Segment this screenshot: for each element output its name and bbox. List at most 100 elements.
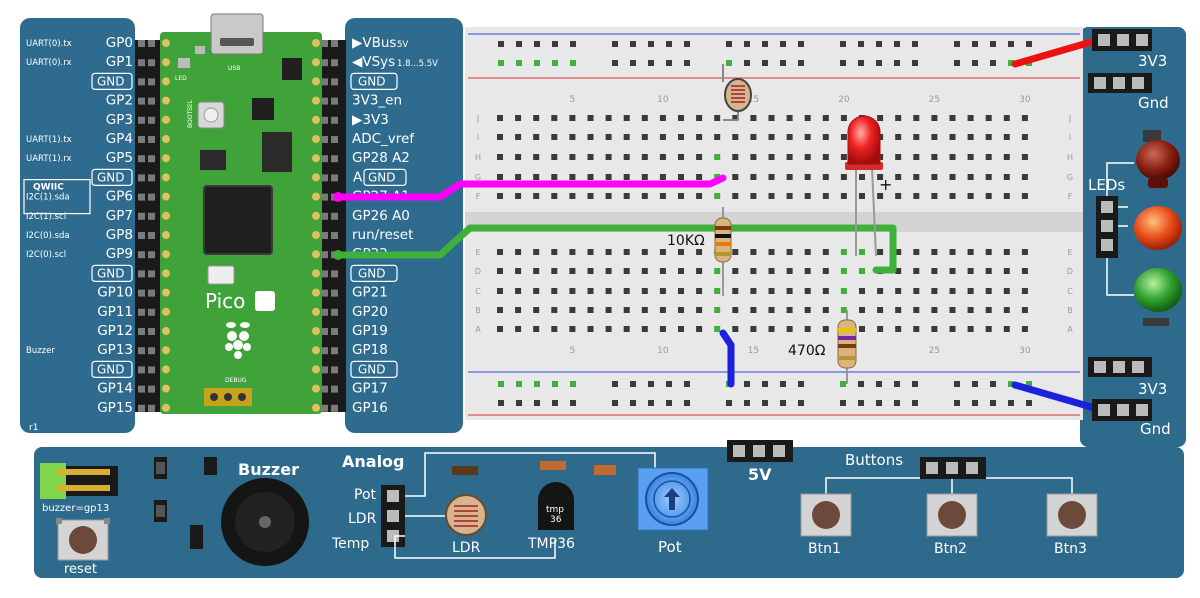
wire-gnd: [1011, 381, 1102, 413]
btn1-label: Btn1: [808, 541, 841, 557]
left-pin-label: GP12: [97, 323, 133, 339]
panel-led-red-dark: [1136, 130, 1180, 188]
resistor-470-label: 470Ω: [788, 343, 826, 359]
analog-header[interactable]: [381, 485, 405, 547]
buzzer-jumper-label: buzzer=gp13: [42, 503, 109, 514]
reset-button[interactable]: [56, 518, 110, 561]
left-pin-label: GP15: [97, 400, 133, 416]
row-letter: F: [1068, 192, 1073, 201]
row-letter: B: [1067, 306, 1073, 315]
left-pin-gnd: GND: [97, 170, 125, 184]
left-pin-gnd: GND: [97, 74, 125, 88]
pico-board: BOOTSEL Pico 2 DEBUG LED USB: [160, 13, 322, 414]
right-pin-label: run/reset: [352, 227, 413, 243]
svg-text:tmp: tmp: [546, 505, 564, 515]
left-pin-function: UART(1).tx: [26, 135, 72, 145]
svg-text:36: 36: [550, 515, 562, 525]
row-letter: J: [1068, 114, 1071, 123]
breadboard: 5510101515202025253030JJIIHHGGFFEEDDCCBB…: [465, 27, 1083, 420]
right-pin-gnd: GND: [368, 170, 396, 184]
left-pin-label: GP3: [106, 112, 133, 128]
left-pin-function: I2C(0).sda: [26, 231, 70, 241]
ldr-header-label: LDR: [348, 511, 377, 527]
buzzer-title: Buzzer: [238, 460, 299, 479]
ldr-label: LDR: [452, 540, 481, 556]
column-number: 30: [1019, 346, 1031, 356]
usb-connector: [210, 13, 264, 55]
btn2-label: Btn2: [934, 541, 967, 557]
left-pin-function: I2C(1).sda: [26, 193, 70, 203]
left-pin-function: UART(0).rx: [26, 58, 72, 68]
buzzer-icon: [221, 478, 309, 566]
row-letter: C: [1067, 287, 1073, 296]
row-letter: J: [476, 114, 479, 123]
right-pin-label: GP26 A0: [352, 208, 410, 224]
flash-crystal: [207, 265, 235, 285]
wire-gp22: [334, 224, 897, 274]
buzzer-jumper[interactable]: [40, 463, 118, 499]
potentiometer[interactable]: [637, 467, 709, 531]
resistor-470: 470Ω: [788, 310, 857, 384]
btn3-label: Btn3: [1054, 541, 1087, 557]
row-letter: A: [475, 325, 481, 334]
wire-3v3: [1011, 36, 1102, 68]
left-pin-gnd: GND: [97, 362, 125, 376]
label-3v3-top: 3V3: [1138, 52, 1167, 70]
header-gnd-bottom[interactable]: [1092, 399, 1152, 421]
row-letter: I: [1069, 133, 1071, 142]
left-pin-label: GP6: [106, 189, 133, 205]
left-pin-function: I2C(0).scl: [26, 250, 66, 260]
btn3-button[interactable]: [1046, 493, 1098, 537]
header-gnd-top[interactable]: [1088, 73, 1152, 93]
resistor-10k-label: 10KΩ: [667, 233, 705, 249]
row-letter: G: [475, 173, 481, 182]
column-number: 25: [929, 346, 940, 356]
right-pin-label: A: [353, 169, 363, 185]
pico-board-name: Pico: [205, 289, 245, 313]
right-pin-gnd: GND: [358, 74, 386, 88]
left-pin-label: GP2: [106, 93, 133, 109]
buttons-header[interactable]: [920, 457, 986, 479]
header-5v[interactable]: [727, 440, 793, 462]
right-pin-gnd: GND: [358, 362, 386, 376]
row-letter: D: [475, 267, 481, 276]
led-plus-label: +: [879, 175, 892, 194]
header-3v3-top[interactable]: [1092, 29, 1152, 51]
btn1-button[interactable]: [800, 493, 852, 537]
right-pin-label: GP17: [352, 381, 388, 397]
left-pin-label: GP8: [106, 227, 133, 243]
left-pin-label: GP9: [106, 246, 133, 262]
right-pin-label: ADC_vref: [352, 131, 415, 147]
left-pin-function: UART(1).rx: [26, 154, 72, 164]
label-3v3-bottom: 3V3: [1138, 380, 1167, 398]
usb-label: USB: [228, 65, 240, 72]
left-pin-function: Buzzer: [26, 346, 55, 356]
left-pin-plate: [20, 18, 135, 433]
five-v-label: 5V: [748, 465, 772, 484]
panel-led-green: [1134, 268, 1182, 326]
right-pin-label: ▶3V3: [352, 112, 389, 128]
right-pin-label: GP19: [352, 323, 388, 339]
header-leds[interactable]: [1096, 196, 1118, 258]
column-number: 15: [748, 95, 759, 105]
row-letter: D: [1067, 267, 1073, 276]
buttons-title: Buttons: [845, 451, 903, 469]
left-pin-function: UART(0).tx: [26, 39, 72, 49]
analog-title: Analog: [342, 452, 405, 471]
right-pin-label: GP16: [352, 400, 388, 416]
left-pin-label: GP7: [106, 208, 133, 224]
label-gnd-top: Gnd: [1138, 94, 1169, 112]
pico-board-number: 2: [259, 293, 271, 313]
header-3v3-bottom[interactable]: [1088, 357, 1152, 377]
wire-ldr-gnd: [719, 329, 735, 388]
row-letter: E: [1067, 248, 1072, 257]
qwiic-label: QWIIC: [33, 183, 64, 193]
right-pin-gnd: GND: [358, 266, 386, 280]
left-pin-label: GP11: [97, 304, 133, 320]
btn2-button[interactable]: [926, 493, 978, 537]
right-pin-label: GP20: [352, 304, 388, 320]
row-letter: B: [475, 306, 481, 315]
column-number: 30: [1019, 95, 1031, 105]
column-number: 15: [748, 346, 759, 356]
